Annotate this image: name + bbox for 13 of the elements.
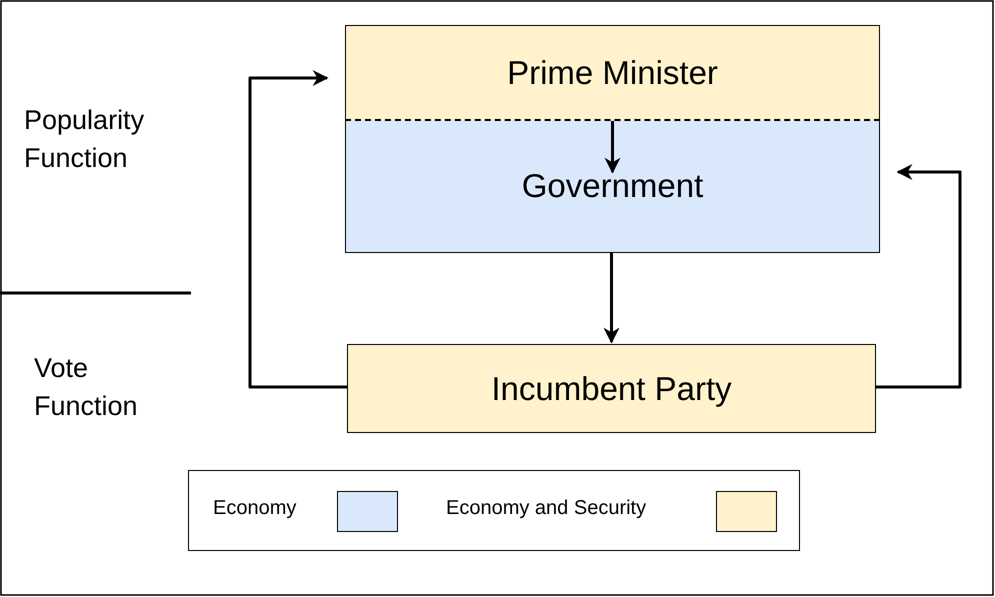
node-label: Incumbent Party (491, 370, 732, 408)
process-box (345, 120, 880, 253)
node-label: Prime Minister (507, 54, 718, 92)
legend-label: Economy (213, 497, 296, 520)
arrow (248, 70, 347, 388)
process-box (347, 344, 876, 433)
section-label: Popularity Function (24, 104, 146, 175)
arrow (876, 164, 962, 388)
section-label: Vote Function (34, 352, 139, 423)
arrow (604, 121, 620, 174)
arrow (604, 253, 620, 344)
node-label: Government (522, 167, 704, 205)
legend-label: Economy and Security (446, 497, 646, 520)
